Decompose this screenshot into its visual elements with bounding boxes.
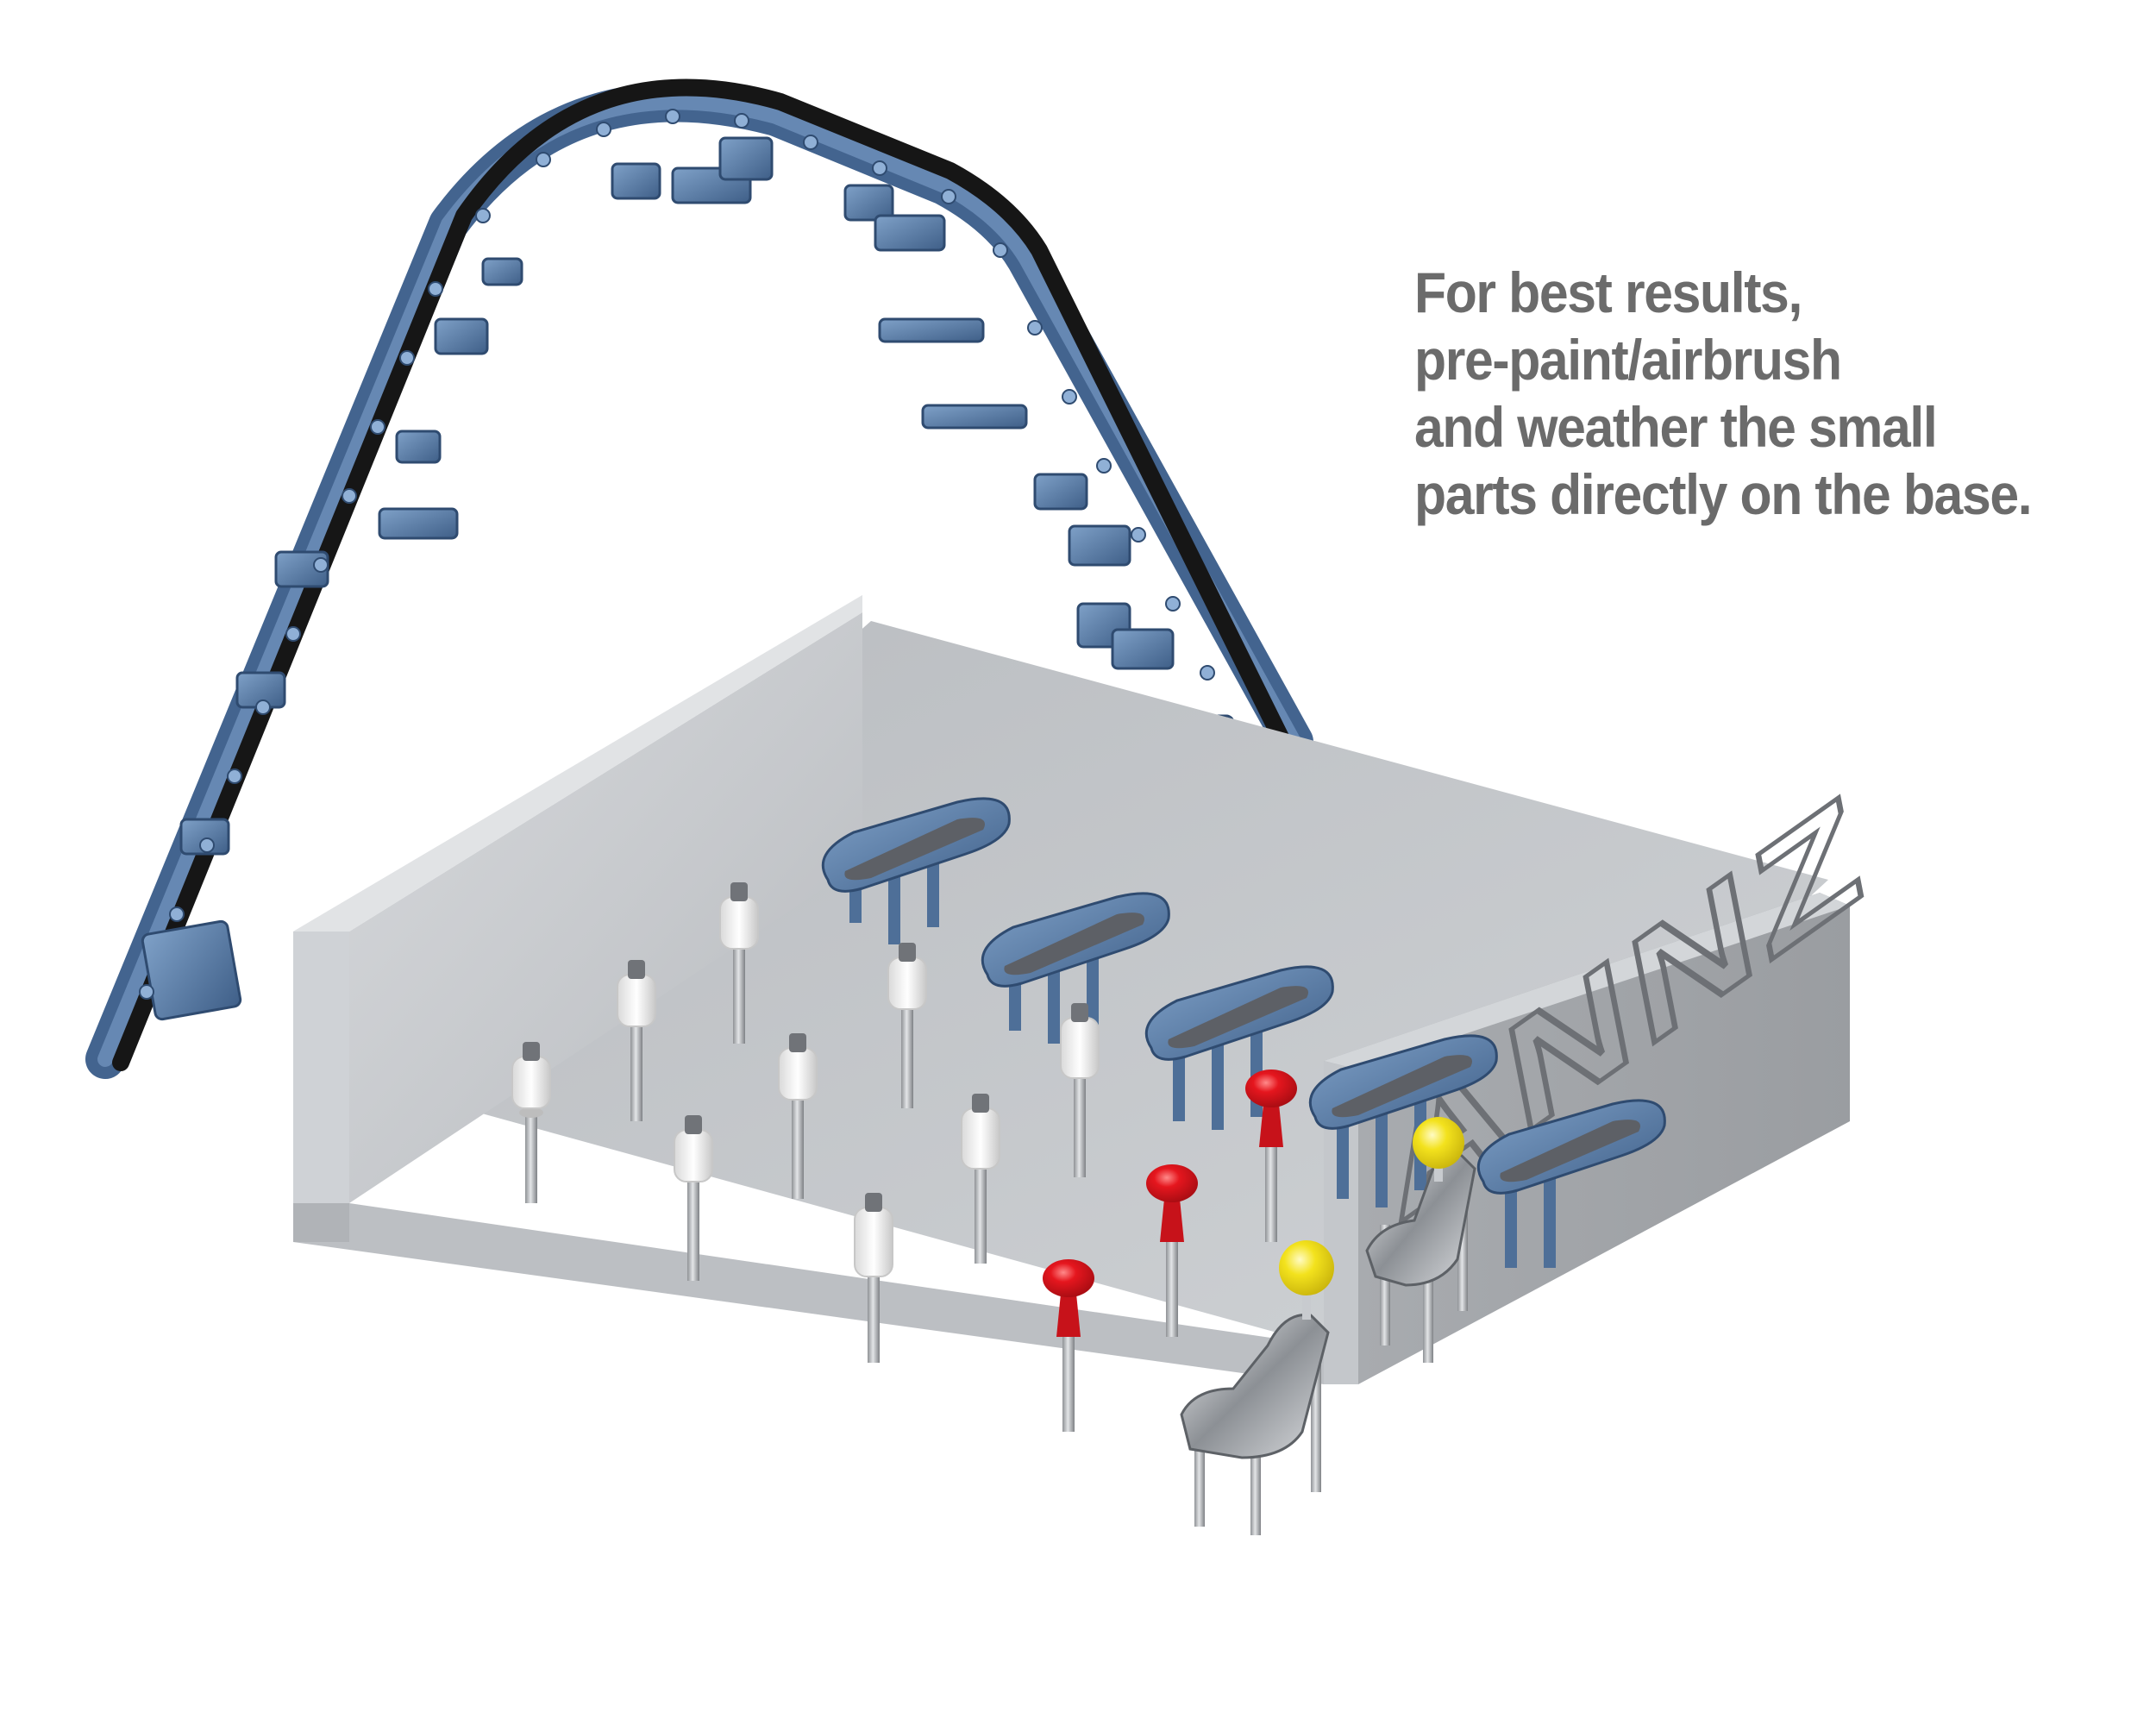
caption-line: pre-paint/airbrush [1414,328,1842,392]
insulator-pin [674,1115,713,1281]
instruction-caption: For best results, pre-paint/airbrush and… [1414,259,2065,528]
red-knob-pin [1146,1164,1198,1337]
caption-line: For best results, [1414,260,1802,324]
caption-line: and weather the small [1414,395,1938,459]
insulator-pin [617,960,656,1121]
chrome-levers [1180,1117,1476,1535]
chrome-lever-front [1180,1240,1334,1535]
platform-5 [1476,1099,1666,1268]
platform-4 [1308,1034,1498,1208]
insulator-pin [778,1033,818,1199]
insulator-pin [854,1193,893,1363]
insulator-pin [961,1094,1000,1264]
chrome-lever-rear [1365,1117,1476,1363]
platform-1 [821,797,1011,944]
insulator-pin [887,943,927,1108]
insulator-pin [511,1042,551,1203]
insulator-pin [719,882,759,1044]
caption-line: parts directly on the base. [1414,462,2033,526]
blue-platforms [821,797,1666,1268]
red-knob-pins [1043,1070,1297,1432]
red-knob-pin [1245,1070,1297,1242]
insulator-pins [511,882,1100,1363]
platform-2 [981,892,1170,1044]
red-knob-pin [1043,1259,1094,1432]
insulator-pin [1060,1003,1100,1177]
